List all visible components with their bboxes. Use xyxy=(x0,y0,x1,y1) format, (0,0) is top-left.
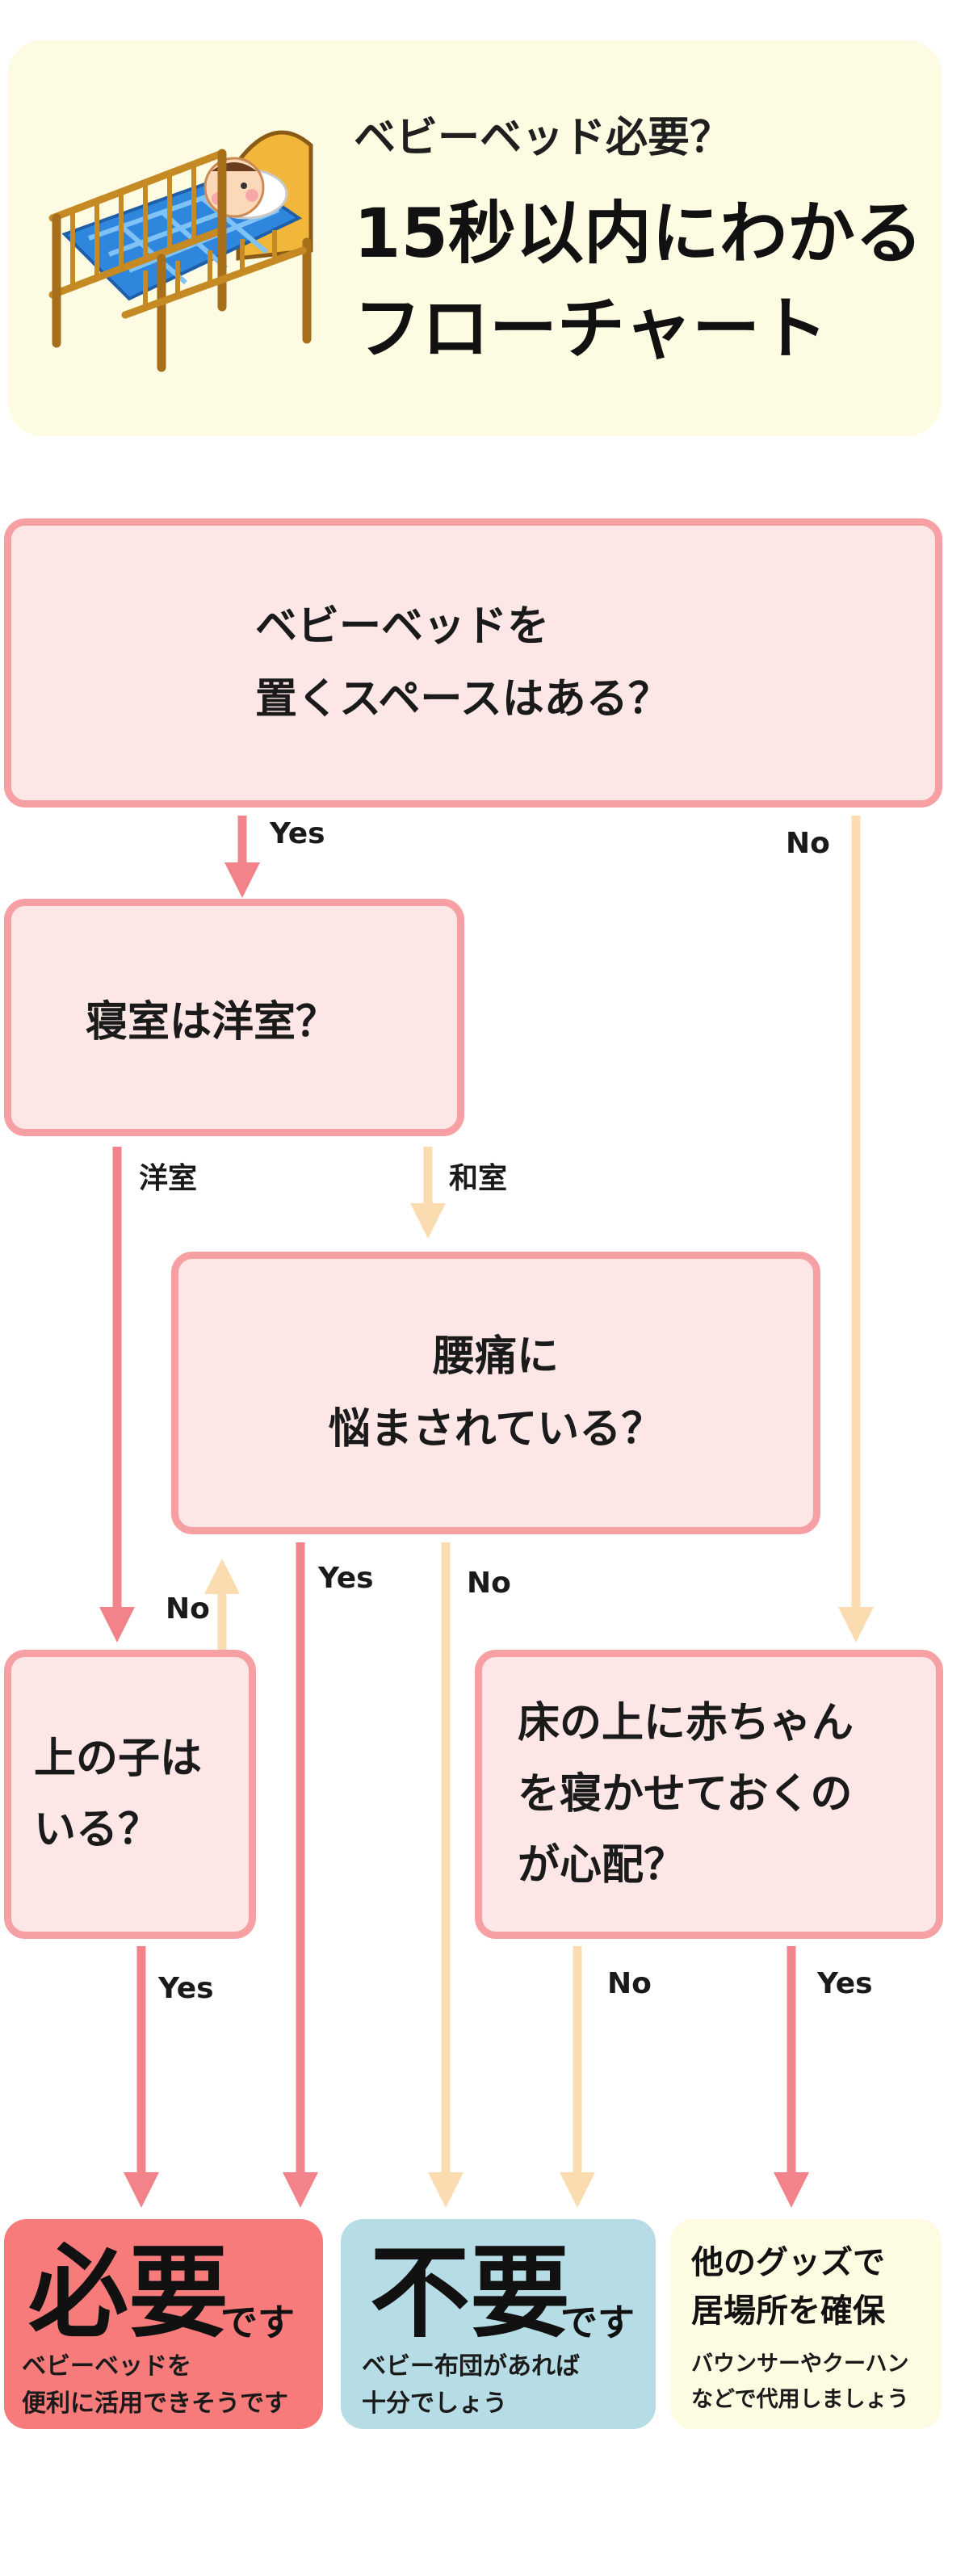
node-space-line2: 置くスペースはある？ xyxy=(255,675,670,724)
result-needed: 必要 です ベビーベッドを 便利に活用できそうです xyxy=(4,2219,323,2429)
node-floor: 床の上に赤ちゃん を寝かせておくの が心配？ xyxy=(475,1650,943,1939)
baby-bed-illustration xyxy=(48,130,313,372)
edge-label-backpain-yes: Yes xyxy=(318,1562,374,1595)
result-unneeded-big: 不要 xyxy=(370,2235,571,2352)
header-title-line2: フローチャート xyxy=(354,289,828,368)
result-other-line2: 居場所を確保 xyxy=(691,2293,885,2330)
header-title-line1: 15秒以内にわかる xyxy=(354,194,923,273)
node-space-line1: ベビーベッドを xyxy=(255,602,550,651)
node-backpain-line1: 腰痛に xyxy=(432,1332,559,1381)
result-unneeded-note2: 十分でしょう xyxy=(362,2389,507,2418)
result-other-note2: などで代用しましょう xyxy=(691,2387,909,2412)
node-sibling-line1: 上の子は xyxy=(34,1735,203,1783)
result-needed-note1: ベビーベッドを xyxy=(22,2352,191,2381)
result-needed-big: 必要 xyxy=(28,2235,229,2352)
node-sibling: 上の子は いる？ xyxy=(4,1650,256,1939)
result-other-heading: 他のグッズで 居場所を確保 xyxy=(691,2238,885,2335)
edge-label-sibling-yes: Yes xyxy=(158,1972,214,2005)
result-needed-note2: 便利に活用できそうです xyxy=(22,2389,288,2418)
node-floor-line2: を寝かせておくの xyxy=(518,1770,853,1819)
edge-label-floor-no: No xyxy=(607,1967,652,2000)
edge-label-bedroom-western: 洋室 xyxy=(139,1162,198,1195)
edge-label-floor-yes: Yes xyxy=(817,1967,873,2000)
result-other: 他のグッズで 居場所を確保 バウンサーやクーハン などで代用しましょう xyxy=(670,2219,942,2429)
result-other-note1: バウンサーやクーハン xyxy=(691,2352,909,2377)
result-unneeded-note: ベビー布団があれば 十分でしょう xyxy=(362,2348,580,2423)
result-other-note: バウンサーやクーハン などで代用しましょう xyxy=(691,2347,908,2418)
edge-label-backpain-no: No xyxy=(467,1567,511,1600)
node-bedroom: 寝室は洋室？ xyxy=(4,899,464,1136)
result-unneeded: 不要 です ベビー布団があれば 十分でしょう xyxy=(341,2219,656,2429)
edge-label-space-yes: Yes xyxy=(270,817,325,850)
edge-label-space-no: No xyxy=(786,827,830,860)
node-floor-line1: 床の上に赤ちゃん xyxy=(518,1699,854,1747)
node-sibling-line2: いる？ xyxy=(34,1806,161,1854)
node-backpain-line2: 悩まされている？ xyxy=(328,1405,664,1454)
header-subtitle: ベビーベッド必要？ xyxy=(354,114,732,162)
edge-label-bedroom-japanese: 和室 xyxy=(449,1162,508,1195)
result-needed-note: ベビーベッドを 便利に活用できそうです xyxy=(22,2348,288,2423)
header-title: 15秒以内にわかる フローチャート xyxy=(354,186,923,376)
edge-label-sibling-no: No xyxy=(166,1592,210,1626)
node-floor-line3: が心配？ xyxy=(518,1841,686,1890)
node-backpain: 腰痛に 悩まされている？ xyxy=(171,1252,820,1534)
node-space: ベビーベッドを 置くスペースはある？ xyxy=(4,518,942,808)
result-unneeded-note1: ベビー布団があれば xyxy=(362,2352,580,2381)
result-other-line1: 他のグッズで xyxy=(691,2244,885,2281)
result-unneeded-suffix: です xyxy=(560,2301,635,2344)
node-bedroom-text: 寝室は洋室？ xyxy=(86,997,338,1047)
result-needed-suffix: です xyxy=(220,2301,295,2344)
